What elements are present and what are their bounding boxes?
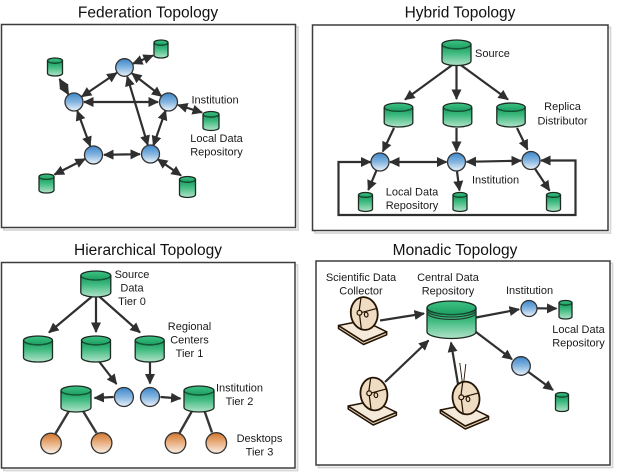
svg-text:Repository: Repository	[552, 338, 605, 350]
svg-text:Institution: Institution	[192, 95, 239, 107]
svg-text:Tier 2: Tier 2	[226, 396, 254, 408]
svg-text:Replica: Replica	[544, 101, 582, 113]
svg-text:Local Data: Local Data	[190, 133, 243, 145]
svg-text:Data: Data	[120, 283, 144, 295]
svg-text:Federation Topology: Federation Topology	[78, 5, 218, 22]
svg-text:Source: Source	[115, 269, 150, 281]
svg-text:Tier 0: Tier 0	[118, 296, 146, 308]
svg-text:Local Data: Local Data	[552, 324, 605, 336]
svg-text:Centers: Centers	[170, 335, 209, 347]
svg-text:Repository: Repository	[386, 200, 439, 212]
svg-text:Institution: Institution	[216, 383, 263, 395]
svg-text:Collector: Collector	[339, 286, 383, 298]
svg-text:Scientific Data: Scientific Data	[326, 272, 397, 284]
svg-text:Local Data: Local Data	[386, 187, 439, 199]
svg-text:Distributor: Distributor	[537, 116, 587, 128]
svg-text:Central Data: Central Data	[417, 272, 480, 284]
svg-text:Institution: Institution	[472, 175, 519, 187]
svg-text:Institution: Institution	[506, 285, 553, 297]
svg-text:Repository: Repository	[422, 286, 475, 298]
svg-text:Tier 3: Tier 3	[246, 447, 274, 459]
svg-text:Regional: Regional	[168, 321, 211, 333]
svg-text:Desktops: Desktops	[237, 433, 283, 445]
svg-text:Hybrid Topology: Hybrid Topology	[405, 5, 516, 22]
svg-text:Tier 1: Tier 1	[176, 348, 204, 360]
svg-text:Hierarchical Topology: Hierarchical Topology	[74, 242, 222, 259]
svg-text:Source: Source	[475, 48, 510, 60]
svg-text:Repository: Repository	[190, 147, 243, 159]
svg-text:Monadic Topology: Monadic Topology	[393, 242, 518, 259]
